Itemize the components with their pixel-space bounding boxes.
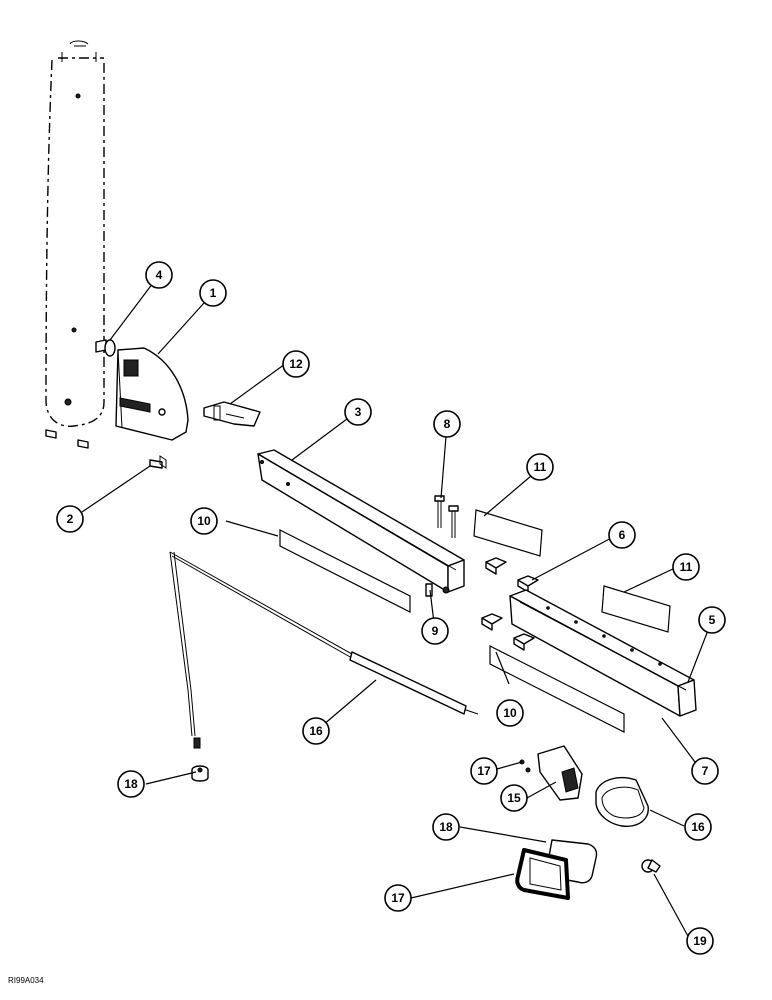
callout-19: 19 [686,927,714,955]
callout-17-lower-label: 17 [391,891,405,905]
callout-18-right-label: 18 [439,820,453,834]
callout-18-right: 18 [432,813,460,841]
decal-11-upper [473,509,543,557]
callout-16-left: 16 [302,717,330,745]
callout-9: 9 [421,617,449,645]
callout-11-upper: 11 [526,453,554,481]
callout-5-label: 5 [709,613,716,627]
decal-10-upper [279,529,411,613]
callout-4-label: 4 [156,268,163,282]
callout-1-label: 1 [210,286,217,300]
callout-7-label: 7 [702,764,709,778]
callout-6: 6 [608,521,636,549]
callout-18-left: 18 [117,770,145,798]
callout-16-right: 16 [684,813,712,841]
callout-11-lower-label: 11 [680,560,693,574]
mast-bolts [45,429,89,449]
callout-17-lower: 17 [384,884,412,912]
callout-15: 15 [500,784,528,812]
part-bracket-1 [115,347,189,441]
callout-1: 1 [199,279,227,307]
part-pin-4 [95,339,116,357]
callout-16-right-label: 16 [691,820,705,834]
callout-3-label: 3 [355,405,362,419]
part-bracket-12 [203,401,261,427]
callout-17-upper-label: 17 [477,764,491,778]
decal-11-lower [601,585,671,633]
callout-3: 3 [344,398,372,426]
callout-12-label: 12 [289,357,303,371]
part-bulb-19 [641,859,661,873]
decal-10-lower [489,645,625,733]
callout-2: 2 [56,505,84,533]
callout-16-left-label: 16 [309,724,323,738]
part-connector-15 [519,745,583,801]
callout-7: 7 [691,757,719,785]
callout-19-label: 19 [693,934,707,948]
callout-10-lower: 10 [496,699,524,727]
part-bolts-8 [434,495,459,538]
part-gasket-17-right [515,848,570,900]
callout-4: 4 [145,261,173,289]
part-channel-3 [257,449,465,593]
mast-post [45,40,105,427]
part-clips-6 [481,557,539,651]
part-channel-5-7 [509,589,697,717]
callout-10-lower-label: 10 [503,706,517,720]
callout-5: 5 [698,606,726,634]
callout-9-label: 9 [432,624,439,638]
callout-12: 12 [282,350,310,378]
callout-10-upper: 10 [190,507,218,535]
callout-15-label: 15 [507,791,521,805]
callout-6-label: 6 [619,528,626,542]
part-lamp-housing-16 [595,776,649,827]
part-whip-rod-16 [169,551,479,749]
callout-2-label: 2 [67,512,74,526]
leader-lines [81,274,713,939]
callout-18-left-label: 18 [124,777,138,791]
callout-11-upper-label: 11 [534,460,547,474]
callout-8: 8 [433,410,461,438]
callout-8-label: 8 [444,417,451,431]
callout-11-lower: 11 [672,553,700,581]
part-screw-2 [149,455,167,469]
callout-17-upper: 17 [470,757,498,785]
callout-10-upper-label: 10 [197,514,211,528]
drawing-code: RI99A034 [8,976,44,985]
part-base-nut-18-left [191,765,209,782]
